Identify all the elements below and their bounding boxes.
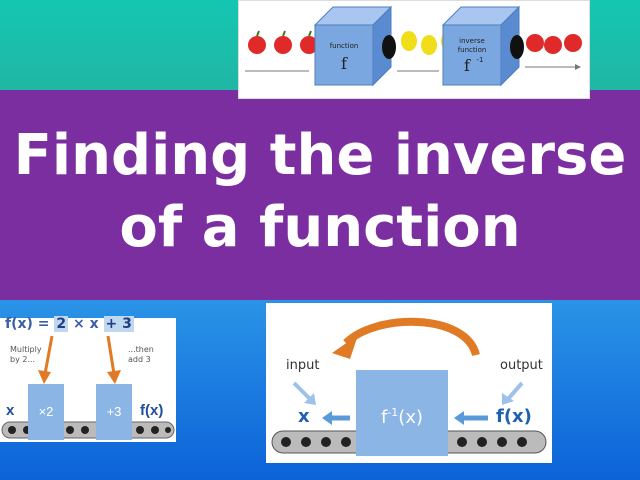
blue-arrow-icon <box>322 411 350 425</box>
function-box-icon: function f <box>313 5 396 87</box>
function-formula: f(x) = 2 × x + 3 <box>5 316 134 332</box>
title-line-2: of a function <box>119 195 521 260</box>
title-line-1: Finding the inverse <box>13 123 627 188</box>
svg-text:-1: -1 <box>477 56 484 64</box>
function-machine-graphic: function f inverse function f -1 <box>245 5 582 87</box>
output-label: output <box>500 358 543 373</box>
input-x-label: x <box>6 402 15 419</box>
page-title: Finding the inverse of a function <box>0 120 640 264</box>
multiply-note: Multiply by 2... <box>10 345 42 364</box>
add-box: +3 <box>96 384 132 440</box>
curved-orange-arrow-icon <box>332 317 480 359</box>
title-purple-band <box>0 90 640 300</box>
orange-arrow-icon <box>38 335 54 384</box>
input-label: input <box>286 358 320 373</box>
svg-text:f: f <box>464 56 471 75</box>
svg-text:function: function <box>330 42 359 50</box>
inverse-output-x-label: x <box>298 406 310 427</box>
inverse-function-box: f-1(x) <box>356 370 448 456</box>
left-arrows-and-belt <box>1 335 175 439</box>
blue-arrow-icon <box>502 381 524 405</box>
orange-arrow-icon <box>106 335 121 384</box>
blue-arrow-icon <box>292 381 316 405</box>
apple-icon <box>526 34 582 54</box>
inverse-function-box-icon: inverse function f -1 <box>441 5 524 87</box>
inverse-input-fx-label: f(x) <box>496 406 532 427</box>
svg-text:f: f <box>341 54 348 73</box>
multiply-box: ×2 <box>28 384 64 440</box>
add-note: ...then add 3 <box>128 345 154 364</box>
blue-arrow-icon <box>454 411 488 425</box>
svg-text:inverse: inverse <box>459 37 485 45</box>
apple-icon <box>248 30 318 54</box>
function-machine-illustration: function f inverse function f -1 <box>238 0 590 99</box>
output-fx-label: f(x) <box>140 402 164 419</box>
svg-text:function: function <box>458 46 487 54</box>
